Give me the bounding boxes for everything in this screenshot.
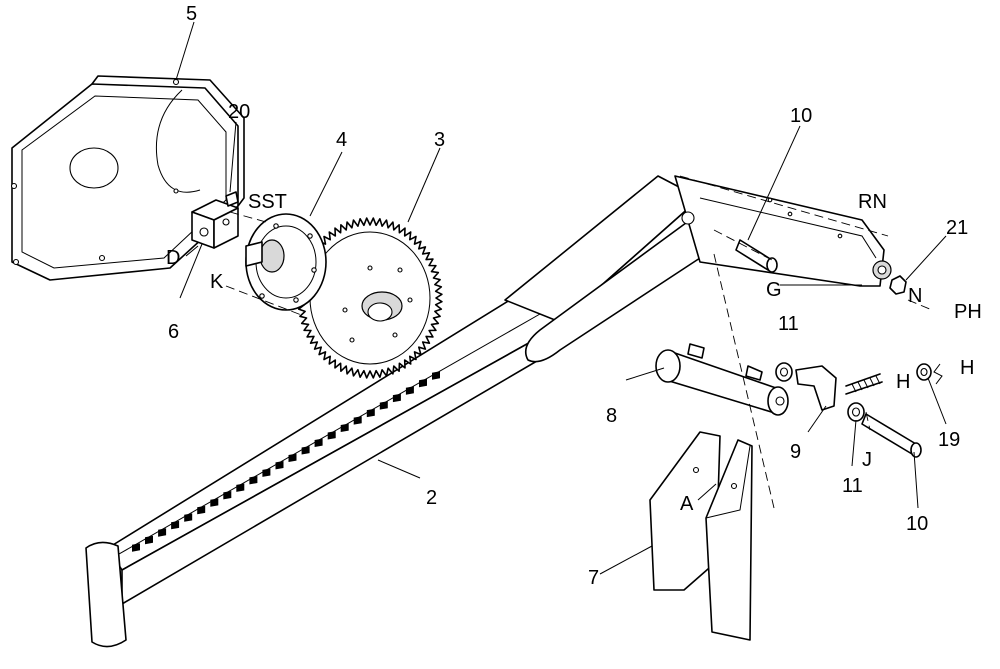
callout-7: 7 xyxy=(588,567,599,589)
callout-4: 4 xyxy=(336,129,347,151)
slot-24 xyxy=(432,371,440,380)
callout-19: 19 xyxy=(938,429,960,451)
callout-6: 6 xyxy=(168,321,179,343)
adjustment-slots xyxy=(132,371,440,552)
slot-16 xyxy=(327,431,336,440)
callout-8: 8 xyxy=(606,405,617,427)
label-K: K xyxy=(210,271,224,293)
callout-labels: 5 20 4 3 6 2 10 21 11 8 9 11 19 10 7 xyxy=(168,3,968,589)
hub-flange-part-4 xyxy=(245,213,327,311)
slot-18 xyxy=(353,416,362,425)
slot-7 xyxy=(210,498,219,507)
slot-22 xyxy=(405,386,414,395)
cylinder-part-8 xyxy=(655,343,789,416)
slot-15 xyxy=(314,438,323,448)
slot-12 xyxy=(275,460,284,470)
callout-10-lower: 10 xyxy=(906,513,928,535)
slot-6 xyxy=(197,505,206,515)
label-D: D xyxy=(166,247,180,269)
mounting-plates-part-7 xyxy=(649,431,753,641)
label-H-bracket: H xyxy=(896,371,910,393)
letter-labels: SST D K RN G N PH H H J A xyxy=(166,191,982,515)
bracket-part-9 xyxy=(795,365,883,411)
nut-part-21 xyxy=(889,275,907,295)
slot-23 xyxy=(419,378,427,388)
washer-part-11-lower xyxy=(847,402,865,422)
callout-10-upper: 10 xyxy=(790,105,812,127)
slot-17 xyxy=(340,423,349,433)
callout-20: 20 xyxy=(228,101,250,123)
slot-9 xyxy=(236,483,245,492)
callout-3: 3 xyxy=(434,129,445,151)
slot-2 xyxy=(145,535,153,545)
slot-4 xyxy=(171,520,180,530)
slot-14 xyxy=(301,446,310,455)
label-H-washer: H xyxy=(960,357,974,379)
slot-1 xyxy=(132,543,140,552)
callout-11-upper: 11 xyxy=(778,313,799,335)
label-SST: SST xyxy=(248,191,287,213)
slot-13 xyxy=(288,453,297,463)
slot-19 xyxy=(366,408,375,418)
pin-part-10-upper xyxy=(735,239,778,273)
slot-20 xyxy=(379,401,388,410)
washer-part-11-upper xyxy=(775,362,793,382)
chain-guard-part-5 xyxy=(10,75,245,281)
label-PH: PH xyxy=(954,301,982,323)
label-A: A xyxy=(680,493,694,515)
slot-11 xyxy=(262,468,271,477)
assembly-guide-lines xyxy=(225,175,933,509)
washer-part-19 xyxy=(916,363,932,381)
set-screw-part-20 xyxy=(225,191,239,207)
pin-part-10-lower xyxy=(861,413,922,458)
leader-lines xyxy=(175,21,947,575)
support-arm-part-2 xyxy=(85,299,571,648)
label-RN: RN xyxy=(858,191,887,213)
slot-8 xyxy=(223,490,232,500)
callout-11-lower: 11 xyxy=(842,475,863,497)
slot-5 xyxy=(184,513,193,522)
slot-10 xyxy=(249,475,258,485)
block-part-6 xyxy=(191,199,239,249)
callout-2: 2 xyxy=(426,487,437,509)
slot-3 xyxy=(158,528,167,537)
label-J: J xyxy=(862,449,872,471)
label-N: N xyxy=(908,285,922,307)
callout-21: 21 xyxy=(946,217,968,239)
slot-21 xyxy=(392,393,401,403)
callout-5: 5 xyxy=(186,3,197,25)
sprocket-part-3 xyxy=(297,217,443,379)
callout-9: 9 xyxy=(790,441,801,463)
label-G: G xyxy=(766,279,782,301)
upper-boom-bracket xyxy=(504,175,892,363)
